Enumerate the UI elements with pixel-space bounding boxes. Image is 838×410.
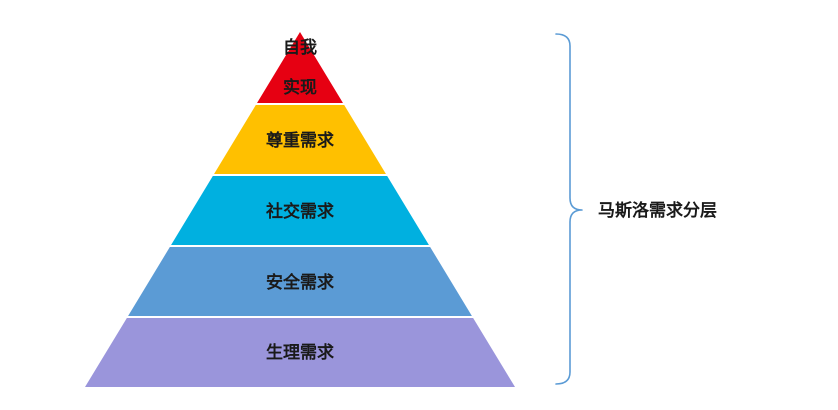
tier-esteem bbox=[213, 104, 387, 175]
tier-social bbox=[170, 175, 430, 246]
tier-label-physiological: 生理需求 bbox=[266, 342, 334, 363]
tier-physiological bbox=[85, 317, 515, 387]
tier-label-self-line1: 自我 bbox=[283, 37, 317, 58]
tier-label-safety: 安全需求 bbox=[266, 272, 334, 293]
right-brace-icon bbox=[555, 33, 583, 385]
tier-separators bbox=[126, 103, 474, 318]
tier-label-self-line2: 实现 bbox=[283, 77, 317, 98]
tier-label-esteem: 尊重需求 bbox=[266, 130, 334, 151]
tier-safety bbox=[127, 246, 473, 317]
tier-self-actualization bbox=[256, 32, 344, 104]
bracket-label: 马斯洛需求分层 bbox=[598, 200, 717, 221]
tier-label-social: 社交需求 bbox=[265, 201, 334, 222]
